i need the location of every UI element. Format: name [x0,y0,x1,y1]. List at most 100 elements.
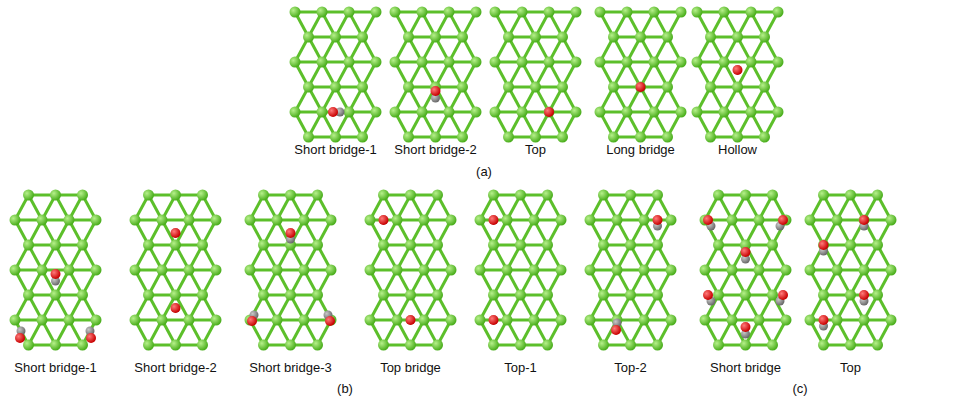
metal-atom [595,107,606,118]
metal-atom [845,290,856,301]
metal-atom [392,315,403,326]
metal-atom [740,340,751,351]
metal-atom [652,240,663,251]
metal-atom [666,265,677,276]
metal-atom [556,215,567,226]
metal-atom [622,107,633,118]
metal-atom [417,7,428,18]
co-molecules [703,215,788,339]
metal-atom [303,82,314,93]
metal-atom [490,7,501,18]
metal-atom [405,290,416,301]
metal-atom [432,190,443,201]
metal-atom [312,190,323,201]
metal-atom [676,7,687,18]
metal-atom [530,82,541,93]
metal-atom [446,265,457,276]
metal-atom [197,340,208,351]
metal-atom [544,107,555,118]
co-molecules [379,215,416,325]
carbon-atom [171,229,180,238]
metal-atom [299,315,310,326]
metal-atom [612,215,623,226]
metal-atom [713,190,724,201]
part-letter: (c) [792,381,807,397]
metal-atom [170,290,181,301]
carbon-atom [171,304,180,313]
metal-atom [805,215,816,226]
site-label: Top-2 [614,360,647,376]
oxygen-atom [611,325,621,335]
metal-atom [625,290,636,301]
site-label: Hollow [718,142,757,158]
metal-atom [130,315,141,326]
metal-slab [10,190,102,351]
oxygen-atom [741,247,751,257]
metal-atom [378,290,389,301]
metal-atom [759,32,770,43]
metal-atom [475,215,486,226]
metal-atom [405,340,416,351]
metal-atom [556,265,567,276]
metal-atom [317,57,328,68]
metal-atom [23,340,34,351]
site-label: Top bridge [380,360,441,376]
metal-atom [272,265,283,276]
oxygen-atom [247,316,257,326]
metal-atom [598,190,609,201]
metal-atom [258,240,269,251]
metal-atom [23,240,34,251]
metal-atom [490,107,501,118]
metal-atom [595,7,606,18]
metal-atom [625,240,636,251]
metal-atom [556,315,567,326]
metal-atom [211,265,222,276]
metal-slab [130,190,222,351]
metal-atom [77,290,88,301]
co-molecules [733,65,743,75]
metal-atom [515,290,526,301]
metal-atom [285,340,296,351]
metal-slab [245,190,337,351]
metal-atom [773,107,784,118]
metal-atom [444,7,455,18]
metal-atom [170,340,181,351]
metal-atom [818,290,829,301]
metal-atom [430,32,441,43]
metal-atom [378,340,389,351]
metal-atom [767,190,778,201]
metal-atom [727,265,738,276]
oxygen-atom [636,82,646,92]
metal-atom [143,340,154,351]
metal-atom [245,215,256,226]
metal-atom [430,132,441,143]
metal-atom [157,315,168,326]
metal-atom [705,82,716,93]
oxygen-atom [819,315,829,325]
oxygen-atom [778,215,788,225]
metal-atom [503,132,514,143]
metal-atom [197,290,208,301]
metal-atom [515,190,526,201]
metal-atom [557,32,568,43]
metal-atom [727,315,738,326]
metal-atom [886,315,897,326]
metal-atom [608,132,619,143]
metal-atom [258,340,269,351]
metal-atom [64,265,75,276]
metal-atom [625,340,636,351]
metal-atom [490,57,501,68]
site-label: Short bridge-2 [394,142,476,158]
metal-atom [598,340,609,351]
metal-atom [50,340,61,351]
oxygen-atom [653,215,663,225]
metal-atom [732,32,743,43]
metal-atom [157,265,168,276]
metal-atom [773,57,784,68]
metal-atom [662,82,673,93]
co-molecules [247,228,335,326]
carbon-atom [379,216,388,225]
metal-atom [312,340,323,351]
metal-atom [23,290,34,301]
